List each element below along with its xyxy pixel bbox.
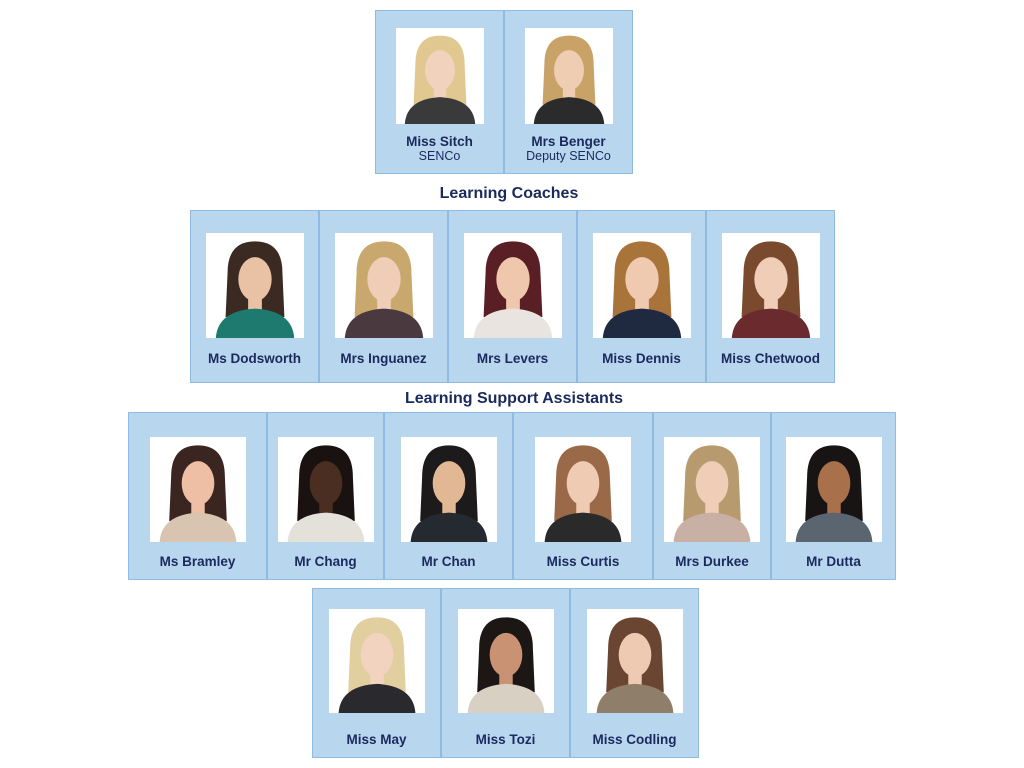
portrait-icon: [215, 241, 294, 338]
staff-card: Miss Dennis: [577, 210, 706, 383]
portrait-icon: [473, 241, 552, 338]
portrait-icon: [533, 35, 604, 124]
portrait-icon: [602, 241, 681, 338]
staff-card: Mr Chang: [267, 412, 384, 580]
staff-name: Miss Chetwood: [720, 351, 820, 366]
staff-role: Deputy SENCo: [526, 149, 611, 163]
staff-name: Mr Dutta: [806, 554, 861, 569]
staff-name: Mr Chan: [421, 554, 476, 569]
staff-photo: [328, 609, 425, 713]
portrait-icon: [731, 241, 810, 338]
staff-photo: [277, 437, 374, 542]
portrait-icon: [410, 445, 487, 542]
portrait-icon: [795, 445, 872, 542]
staff-card: Miss Tozi: [441, 588, 570, 758]
staff-name: Ms Dodsworth: [208, 351, 301, 366]
staff-card: Mr Chan: [384, 412, 513, 580]
staff-photo: [785, 437, 882, 542]
staff-name: Mrs Inguanez: [340, 351, 427, 366]
staff-name: Mrs Levers: [476, 351, 549, 366]
staff-photo: [334, 233, 433, 338]
leadership-row: Miss Sitch SENCo Mrs Benger Deputy SENCo: [375, 10, 633, 174]
staff-photo: [664, 437, 760, 542]
coaches-heading: Learning Coaches: [430, 185, 588, 203]
staff-name: Miss Curtis: [546, 554, 620, 569]
staff-photo: [592, 233, 691, 338]
portrait-icon: [338, 617, 415, 713]
staff-photo: [400, 437, 497, 542]
staff-photo: [463, 233, 562, 338]
coaches-row: Ms Dodsworth Mrs Inguanez Mrs Levers Mis…: [190, 210, 835, 383]
portrait-icon: [544, 445, 622, 542]
portrait-icon: [596, 617, 673, 713]
staff-card: Miss Chetwood: [706, 210, 835, 383]
staff-card: Mrs Inguanez: [319, 210, 448, 383]
staff-card-benger: Mrs Benger Deputy SENCo: [504, 10, 633, 174]
portrait-icon: [673, 445, 751, 542]
staff-card: Miss Codling: [570, 588, 699, 758]
staff-photo: [395, 28, 484, 124]
staff-photo: [721, 233, 820, 338]
lsa-row-2: Miss May Miss Tozi Miss Codling: [312, 588, 699, 758]
staff-name: Miss May: [346, 732, 407, 747]
staff-photo: [457, 609, 554, 713]
staff-name: Ms Bramley: [159, 554, 236, 569]
staff-name: Miss Sitch: [406, 134, 473, 149]
staff-photo: [586, 609, 683, 713]
staff-card: Mr Dutta: [771, 412, 896, 580]
staff-name: Miss Tozi: [475, 732, 536, 747]
portrait-icon: [404, 35, 475, 124]
staff-photo: [524, 28, 613, 124]
staff-photo: [535, 437, 631, 542]
staff-name: Miss Codling: [592, 732, 677, 747]
lsa-heading: Learning Support Assistants: [390, 390, 638, 408]
staff-name: Miss Dennis: [602, 351, 681, 366]
staff-card: Mrs Durkee: [653, 412, 771, 580]
staff-card: Mrs Levers: [448, 210, 577, 383]
portrait-icon: [287, 445, 364, 542]
staff-name: Mrs Benger: [531, 134, 606, 149]
staff-name: Mr Chang: [294, 554, 357, 569]
portrait-icon: [344, 241, 423, 338]
staff-photo: [205, 233, 304, 338]
portrait-icon: [159, 445, 236, 542]
staff-photo: [149, 437, 246, 542]
staff-card: Ms Dodsworth: [190, 210, 319, 383]
staff-card-sitch: Miss Sitch SENCo: [375, 10, 504, 174]
staff-name: Mrs Durkee: [675, 554, 749, 569]
lsa-row-1: Ms Bramley Mr Chang Mr Chan Miss Curtis …: [128, 412, 896, 580]
staff-card: Miss Curtis: [513, 412, 653, 580]
portrait-icon: [467, 617, 544, 713]
staff-card: Miss May: [312, 588, 441, 758]
staff-role: SENCo: [418, 149, 461, 163]
staff-card: Ms Bramley: [128, 412, 267, 580]
